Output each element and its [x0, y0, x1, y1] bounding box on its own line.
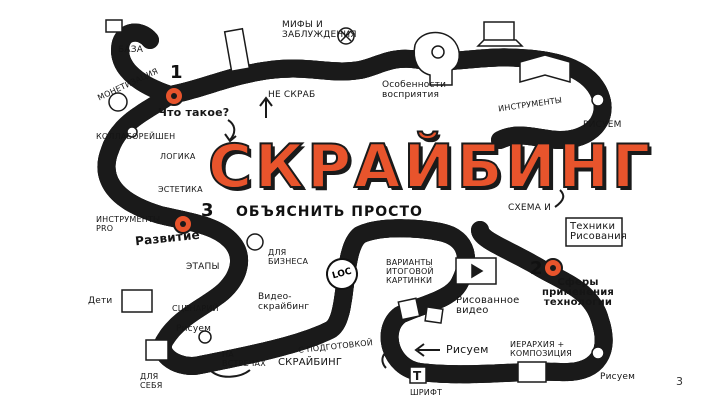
- label-chto-takoe: Что такое?: [158, 106, 230, 119]
- label-osobennosti: Особенности восприятия: [382, 80, 447, 100]
- diagram-title: СКРАЙБИНГ: [207, 132, 654, 202]
- label-ierarhiya: Иерархия + композиция: [510, 340, 573, 358]
- label-risovannoe-video: Рисованное видео: [456, 295, 520, 316]
- section-number-3: 3: [201, 200, 214, 221]
- milestone-markers: [126, 86, 605, 360]
- label-risuem-top: Рисуем: [583, 120, 622, 130]
- label-baza: База: [118, 45, 144, 55]
- label-kollaboreyshen: коллаборейшен: [96, 132, 176, 141]
- section-number-2: 2: [530, 258, 543, 279]
- label-estetika: эстетика: [158, 185, 203, 194]
- label-na-vstrechah: На встречах: [222, 350, 266, 368]
- label-dlya-biznesa: Для бизнеса: [268, 248, 309, 266]
- label-risuem-left: Рисуем: [176, 324, 212, 334]
- svg-text:T: T: [413, 369, 422, 383]
- label-etapy: Этапы: [186, 262, 220, 272]
- arrows: [209, 96, 565, 378]
- label-varianty: Варианты итоговой картинки: [386, 258, 434, 285]
- label-deti: Дети: [88, 296, 113, 306]
- label-shrift: шрифт: [410, 388, 443, 397]
- label-video-skraybing: Видео-скрайбинг: [258, 292, 310, 312]
- label-shema: Схема и: [508, 203, 552, 213]
- label-mify: Мифы и заблуждения: [282, 20, 357, 40]
- label-instrumenty-pro: Инструменты PRO: [96, 215, 161, 233]
- label-skraybing-bottom: скрайбинг: [278, 357, 343, 368]
- label-risuem-right: Рисуем: [600, 372, 636, 382]
- page-number: 3: [676, 375, 683, 388]
- label-scenariy: сценарий: [172, 304, 219, 313]
- label-risuem-mid: Рисуем: [446, 343, 489, 356]
- section-number-1: 1: [170, 62, 183, 83]
- label-tehniki: Техники Рисования: [570, 221, 628, 242]
- label-sfery: Сферы применения технологии: [541, 277, 615, 308]
- diagram-subtitle: Объяснить просто: [236, 204, 423, 220]
- label-ne-skrab: Не СКРАБ: [268, 90, 316, 100]
- sketch-illustrations: T: [105, 19, 623, 384]
- road-path: [107, 33, 604, 375]
- label-dlya-sebya: Для себя: [140, 372, 163, 390]
- label-logika: логика: [160, 152, 196, 161]
